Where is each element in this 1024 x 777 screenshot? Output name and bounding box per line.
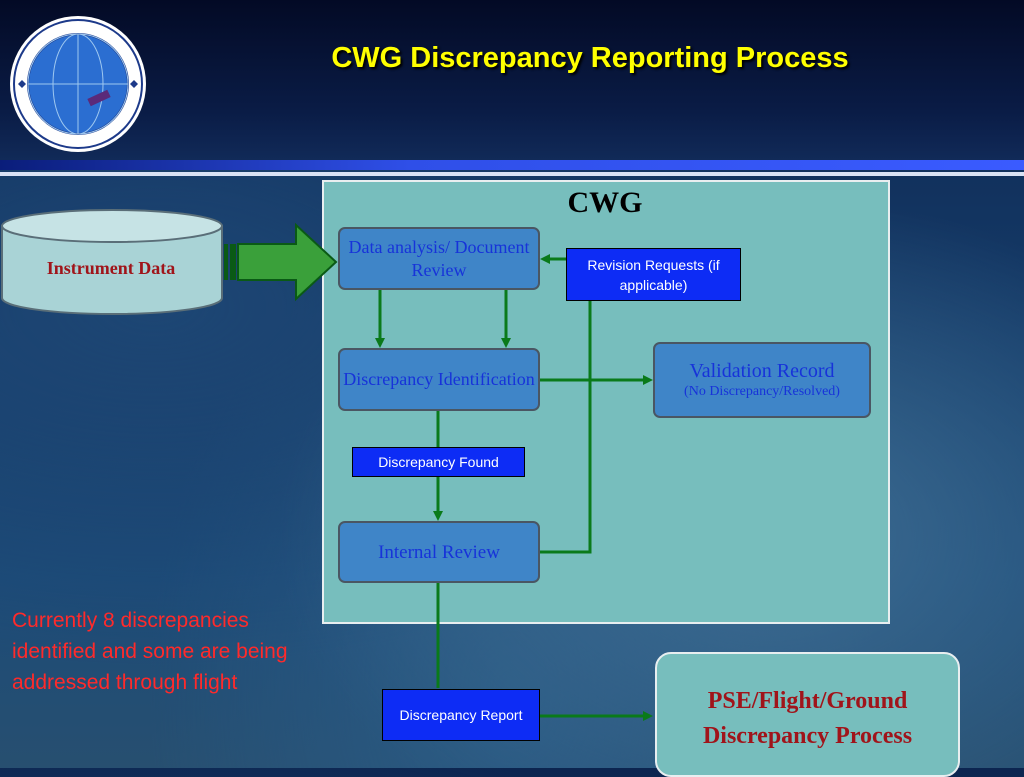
pse-process-label: PSE/Flight/Ground Discrepancy Process [702,688,913,749]
page-title: CWG Discrepancy Reporting Process [331,42,849,74]
input-block-arrow [224,222,338,302]
validation-record-title: Validation Record [689,359,835,382]
instrument-data-label: Instrument Data [46,258,176,278]
discrepancy-report-label: Discrepancy Report [382,689,540,741]
internal-review-box: Internal Review [338,521,540,583]
discrepancy-found-label: Discrepancy Found [352,447,525,477]
data-analysis-label: Data analysis/ Document Review [348,236,530,280]
status-note: Currently 8 discrepancies identified and… [12,609,288,694]
pse-process-box [655,652,960,777]
data-analysis-box: Data analysis/ Document Review [338,227,540,290]
noaa-nesdis-star-logo [10,16,146,152]
revision-requests-label: Revision Requests (if applicable) [566,248,741,301]
validation-record-subtitle: (No Discrepancy/Resolved) [684,383,840,399]
validation-record-box: Validation Record (No Discrepancy/Resolv… [653,342,871,418]
instrument-data-cylinder [1,209,223,315]
discrepancy-report-text: Discrepancy Report [399,707,523,723]
internal-review-label: Internal Review [378,541,500,563]
discrepancy-identification-box: Discrepancy Identification [338,348,540,411]
revision-requests-text: Revision Requests (if applicable) [587,256,720,293]
header-stripe-blue [0,160,1024,170]
cwg-panel-title: CWG [567,186,643,219]
header-bar [0,0,1024,160]
discrepancy-identification-label: Discrepancy Identification [343,369,535,389]
header-stripe-light [0,172,1024,176]
line-internal-review-feedback [540,300,592,554]
discrepancy-found-text: Discrepancy Found [378,454,499,470]
